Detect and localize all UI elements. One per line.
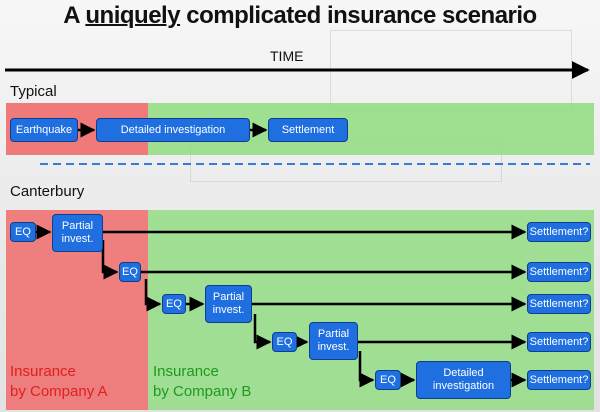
partial-investigation-box-3: Partial invest. <box>205 285 252 323</box>
partial-line1: Partial <box>317 328 350 340</box>
company-b-line1: Insurance <box>153 363 219 380</box>
company-a-caption: Insurance by Company A <box>10 362 108 402</box>
arrow-partial4-to-eq5 <box>358 351 375 388</box>
company-b-caption: Insurance by Company B <box>153 362 251 402</box>
partial-line1: Partial <box>212 291 245 303</box>
eq-box-1: EQ <box>10 222 36 242</box>
title-emphasis: uniquely <box>85 2 181 29</box>
title-prefix: A <box>63 2 86 29</box>
typical-earthquake-box: Earthquake <box>10 118 78 142</box>
arrow-partial3-to-eq4 <box>253 314 272 350</box>
company-a-line1: Insurance <box>10 363 76 380</box>
detailed-line1: Detailed <box>443 367 484 379</box>
time-axis-label: TIME <box>270 48 304 64</box>
typical-settlement-box: Settlement <box>268 118 348 142</box>
partial-investigation-box-1: Partial invest. <box>52 214 103 252</box>
eq-box-2: EQ <box>119 262 141 282</box>
partial-investigation-box-4: Partial invest. <box>309 322 358 360</box>
typical-investigation-box: Detailed investigation <box>96 118 250 142</box>
page-title: A uniquely complicated insurance scenari… <box>0 2 600 30</box>
settlement-box-4: Settlement? <box>527 332 591 352</box>
partial-line1: Partial <box>61 220 94 232</box>
company-a-line2: by Company A <box>10 383 108 400</box>
arrow-partial1-to-eq2 <box>101 240 119 280</box>
settlement-box-3: Settlement? <box>527 294 591 314</box>
settlement-box-2: Settlement? <box>527 262 591 282</box>
partial-line2: invest. <box>317 341 350 353</box>
canterbury-label: Canterbury <box>10 183 85 200</box>
settlement-box-5: Settlement? <box>527 370 591 390</box>
partial-line2: invest. <box>61 233 94 245</box>
arrow-eq2-to-eq3 <box>144 279 162 312</box>
company-b-line2: by Company B <box>153 383 252 400</box>
typical-label: Typical <box>10 83 57 100</box>
detailed-investigation-box: Detailed investigation <box>416 361 511 399</box>
eq-box-3: EQ <box>162 294 186 314</box>
eq-box-5: EQ <box>375 370 401 390</box>
partial-line2: invest. <box>212 304 245 316</box>
detailed-line2: investigation <box>432 380 495 392</box>
eq-box-4: EQ <box>272 332 297 352</box>
title-suffix: complicated insurance scenario <box>180 2 537 29</box>
settlement-box-1: Settlement? <box>527 222 591 242</box>
